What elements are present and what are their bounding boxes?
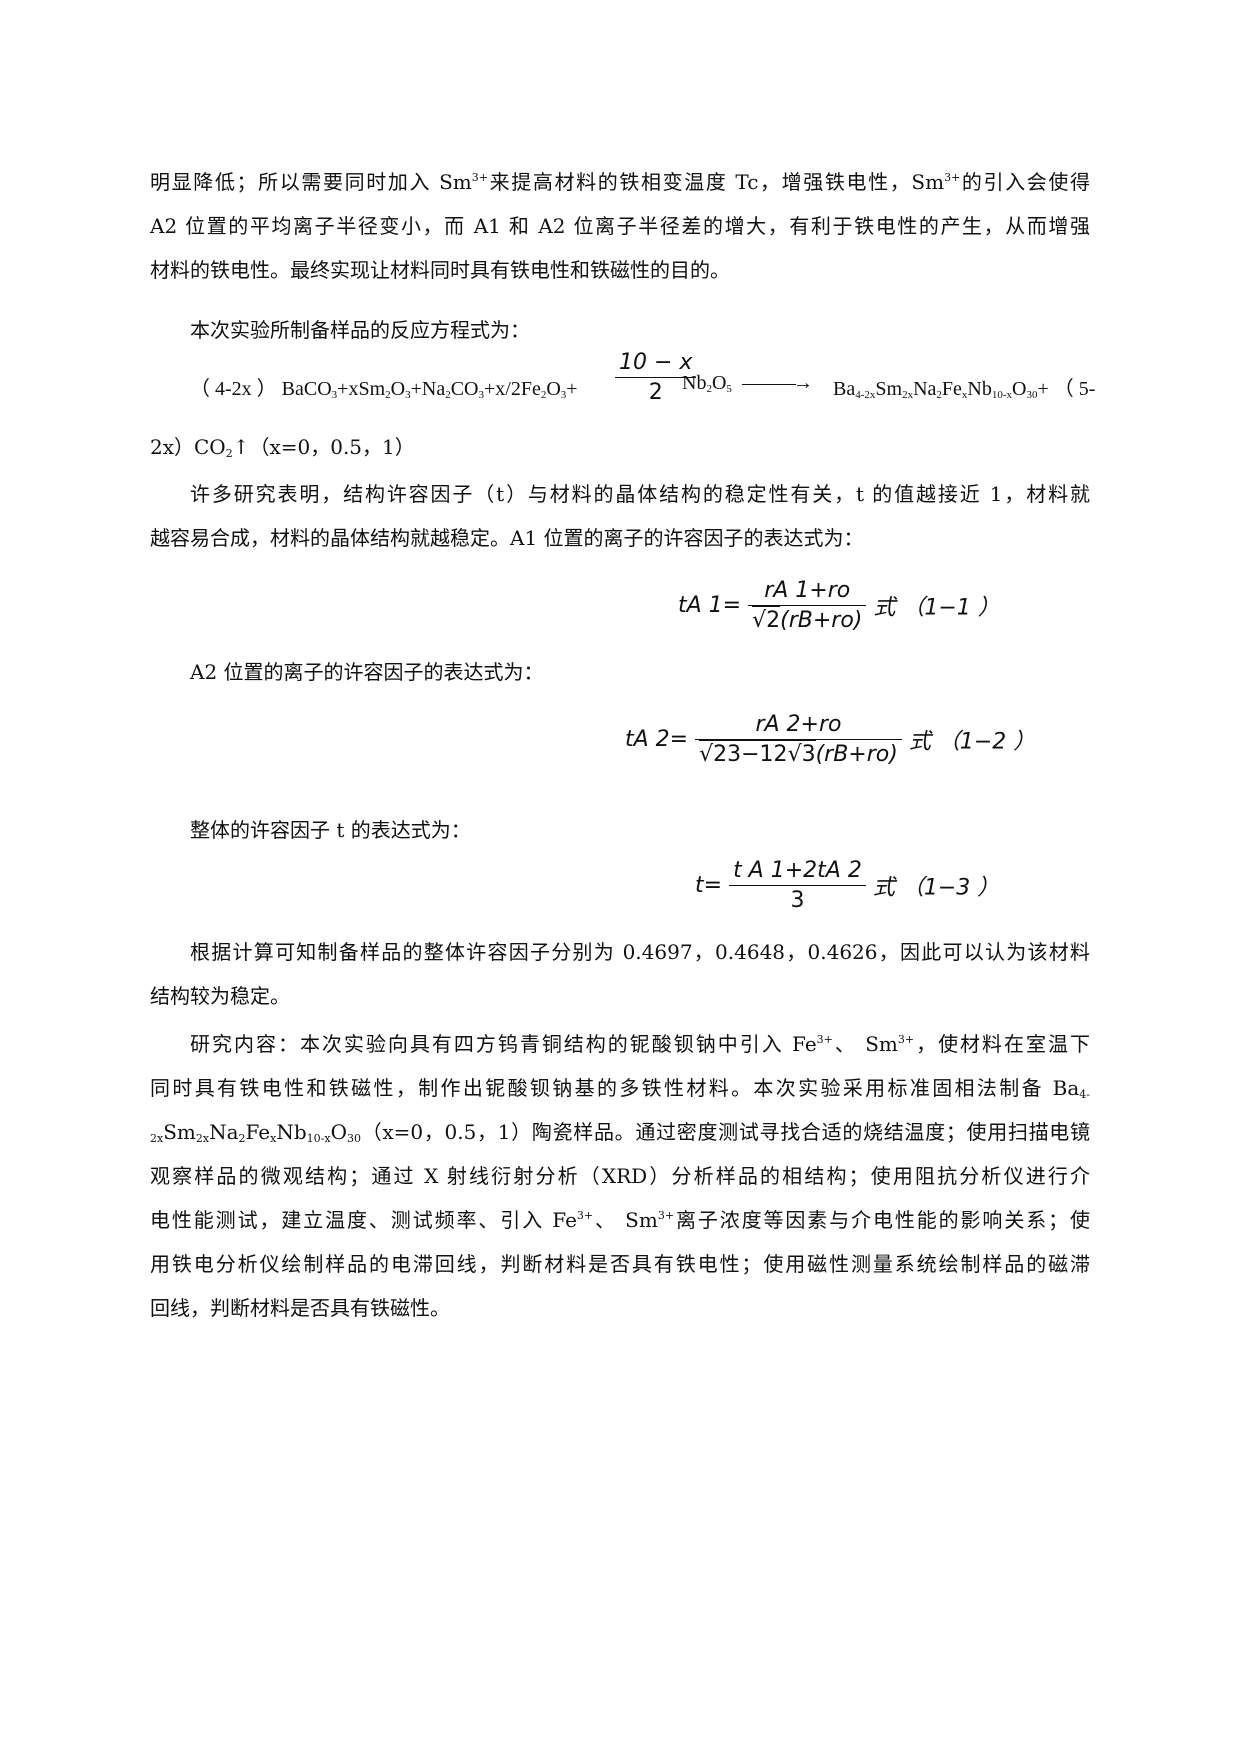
- text-line: 研究内容：本次实验向具有四方钨青铜结构的铌酸钡钠中引入 Fe3+、 Sm3+，使…: [190, 1032, 1091, 1056]
- paragraph-intro-continued: 明显降低；所以需要同时加入 Sm3+来提高材料的铁相变温度 Tc，增强铁电性，S…: [150, 160, 1090, 292]
- text-line: 电性能测试，建立温度、测试频率、引入 Fe3+、 Sm3+离子浓度等因素与介电性…: [150, 1208, 1090, 1232]
- equation-1-2: tA 2= rA 2+ro √23−12√3(rB+ro) 式 （1−2 ）: [625, 712, 1036, 767]
- text-line: 明显降低；所以需要同时加入 Sm3+来提高材料的铁相变温度 Tc，增强铁电性，S…: [150, 170, 1091, 194]
- text-line: 回线，判断材料是否具有铁磁性。: [150, 1296, 450, 1320]
- paragraph-calculation-result: 根据计算可知制备样品的整体许容因子分别为 0.4697，0.4648，0.462…: [150, 930, 1090, 1018]
- text-line: 整体的许容因子 t 的表达式为：: [190, 818, 471, 842]
- text-line: 观察样品的微观结构；通过 X 射线衍射分析（XRD）分析样品的相结构；使用阻抗分…: [150, 1164, 1090, 1188]
- paragraph-overall-factor: 整体的许容因子 t 的表达式为：: [150, 808, 1090, 852]
- equation-1-2-label: 式 （1−2 ）: [908, 729, 1036, 755]
- text-line: 2xSm2xNa2FexNb10-xO30（x=0，0.5，1）陶瓷样品。通过密…: [150, 1120, 1090, 1145]
- reaction-equation: （ 4-2x ） BaCO3+xSm2O3+Na2CO3+x/2Fe2O3+ 1…: [150, 350, 1095, 410]
- text-line: 同时具有铁电性和铁磁性，制作出铌酸钡钠基的多铁性材料。本次实验采用标准固相法制备…: [150, 1076, 1090, 1101]
- paragraph-tolerance-factor: 许多研究表明，结构许容因子（t）与材料的晶体结构的稳定性有关，t 的值越接近 1…: [150, 472, 1090, 560]
- reaction-products: Ba4-2xSm2xNa2FexNb10-xO30+ （ 5-: [833, 378, 1096, 401]
- reaction-fraction: 10 − x 2: [615, 350, 697, 405]
- paragraph-research-content: 研究内容：本次实验向具有四方钨青铜结构的铌酸钡钠中引入 Fe3+、 Sm3+，使…: [150, 1022, 1090, 1330]
- paragraph-equation-intro: 本次实验所制备样品的反应方程式为：: [150, 308, 1090, 352]
- text-line: 用铁电分析仪绘制样品的电滞回线，判断材料是否具有铁电性；使用磁性测量系统绘制样品…: [150, 1252, 1090, 1276]
- text-line: 结构较为稳定。: [150, 984, 290, 1008]
- reaction-equation-continued: 2x）CO2↑（x=0，0.5，1）: [150, 425, 1090, 469]
- text-line: 越容易合成，材料的晶体结构就越稳定。A1 位置的离子的许容因子的表达式为：: [150, 526, 864, 550]
- text-line: A2 位置的平均离子半径变小，而 A1 和 A2 位离子半径差的增大，有利于铁电…: [150, 214, 1090, 238]
- reaction-arrow: ———→: [742, 372, 813, 394]
- equation-1-3-label: 式 （1−3 ）: [872, 875, 1000, 901]
- paragraph-a2-factor: A2 位置的离子的许容因子的表达式为：: [150, 650, 1090, 694]
- equation-1-1-label: 式 （1−1 ）: [873, 595, 1000, 621]
- text-line: 材料的铁电性。最终实现让材料同时具有铁电性和铁磁性的目的。: [150, 258, 730, 282]
- text-line: A2 位置的离子的许容因子的表达式为：: [190, 660, 544, 684]
- text-line: 2x）CO2↑（x=0，0.5，1）: [150, 435, 415, 460]
- text-line: 根据计算可知制备样品的整体许容因子分别为 0.4697，0.4648，0.462…: [190, 940, 1090, 964]
- equation-1-1-fraction: rA 1+ro √2(rB+ro): [748, 578, 867, 633]
- text-line: 许多研究表明，结构许容因子（t）与材料的晶体结构的稳定性有关，t 的值越接近 1…: [190, 482, 1090, 506]
- equation-1-3-fraction: t A 1+2tA 2 3: [729, 858, 866, 913]
- text-line: 本次实验所制备样品的反应方程式为：: [190, 318, 530, 342]
- reaction-reactants: （ 4-2x ） BaCO3+xSm2O3+Na2CO3+x/2Fe2O3+: [190, 378, 578, 401]
- equation-1-2-fraction: rA 2+ro √23−12√3(rB+ro): [695, 712, 902, 767]
- reaction-nb2o5: Nb2O5: [682, 372, 732, 395]
- equation-1-3: t= t A 1+2tA 2 3 式 （1−3 ）: [695, 858, 1000, 913]
- equation-1-1: tA 1= rA 1+ro √2(rB+ro) 式 （1−1 ）: [678, 578, 1000, 633]
